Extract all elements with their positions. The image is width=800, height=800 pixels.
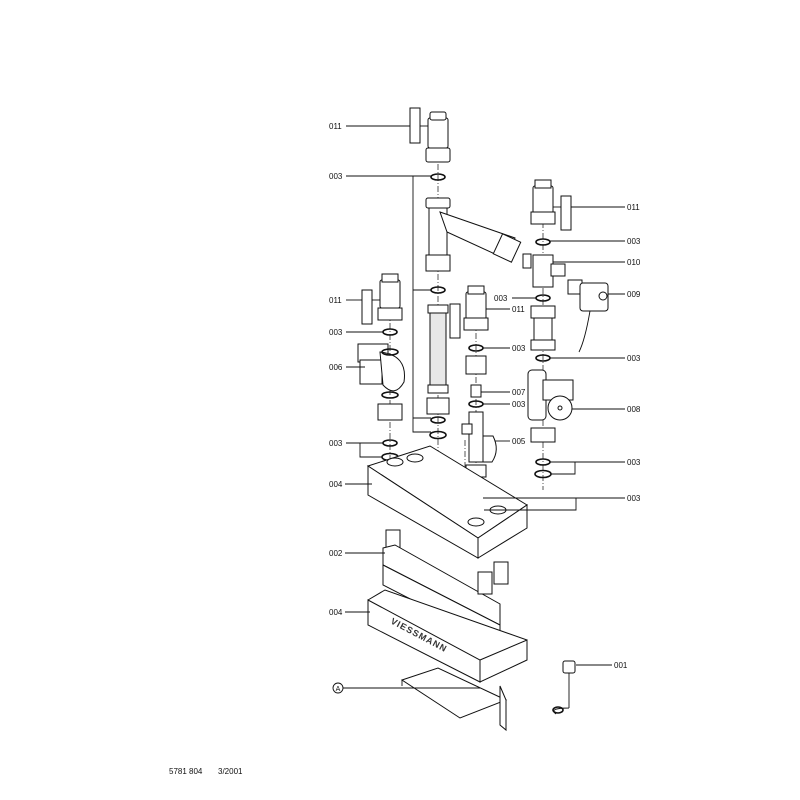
label-007: 007 <box>512 388 526 397</box>
seal-ring <box>429 430 447 440</box>
part-labels: 011 003 011 003 010 009 003 011 011 003 … <box>329 122 641 694</box>
check-valve-insert <box>470 384 482 398</box>
label-003: 003 <box>627 458 641 467</box>
adapter-fitting <box>465 355 487 375</box>
pipe-fitting <box>530 305 556 351</box>
label-005: 005 <box>512 437 526 446</box>
label-003: 003 <box>512 344 526 353</box>
seal-ring <box>430 416 446 424</box>
label-011: 011 <box>627 203 640 212</box>
label-004: 004 <box>329 608 343 617</box>
label-003: 003 <box>494 294 508 303</box>
ball-valve-left <box>361 273 403 325</box>
label-003: 003 <box>329 172 343 181</box>
detail-marker-a: A <box>336 686 341 693</box>
label-006: 006 <box>329 363 343 372</box>
leader-lines <box>343 125 625 689</box>
drain-valve <box>461 411 497 463</box>
part-number: 5781 804 <box>169 767 203 776</box>
label-003: 003 <box>512 400 526 409</box>
seal-ring <box>535 238 551 246</box>
three-way-valve <box>522 253 566 288</box>
connecting-pipe <box>426 304 450 415</box>
seal-ring <box>430 173 446 181</box>
ball-valve-middle <box>449 285 489 339</box>
temperature-sensor <box>552 660 576 715</box>
label-002: 002 <box>329 549 343 558</box>
detail-marker-circle <box>332 682 344 694</box>
revision-date: 3/2001 <box>218 767 243 776</box>
label-004: 004 <box>329 480 343 489</box>
insulation-shell-lower: VIESSMANN <box>367 589 528 683</box>
label-011: 011 <box>329 122 342 131</box>
actuator-motor <box>567 279 609 353</box>
circulation-pump-right <box>527 369 574 443</box>
label-001: 001 <box>614 661 628 670</box>
label-009: 009 <box>627 290 641 299</box>
ball-valve-right <box>530 179 572 231</box>
ball-valve-top <box>409 107 451 163</box>
label-003: 003 <box>627 494 641 503</box>
footer: 5781 804 3/2001 <box>169 767 243 776</box>
label-003: 003 <box>627 354 641 363</box>
insulation-block-upper <box>366 445 528 559</box>
label-011: 011 <box>512 305 525 314</box>
t-pipe <box>425 197 522 272</box>
mounting-bracket <box>400 667 508 732</box>
label-010: 010 <box>627 258 641 267</box>
label-011: 011 <box>329 296 342 305</box>
label-003: 003 <box>329 328 343 337</box>
label-008: 008 <box>627 405 641 414</box>
label-003: 003 <box>329 439 343 448</box>
label-003: 003 <box>627 237 641 246</box>
circulation-pump-left <box>357 343 405 421</box>
